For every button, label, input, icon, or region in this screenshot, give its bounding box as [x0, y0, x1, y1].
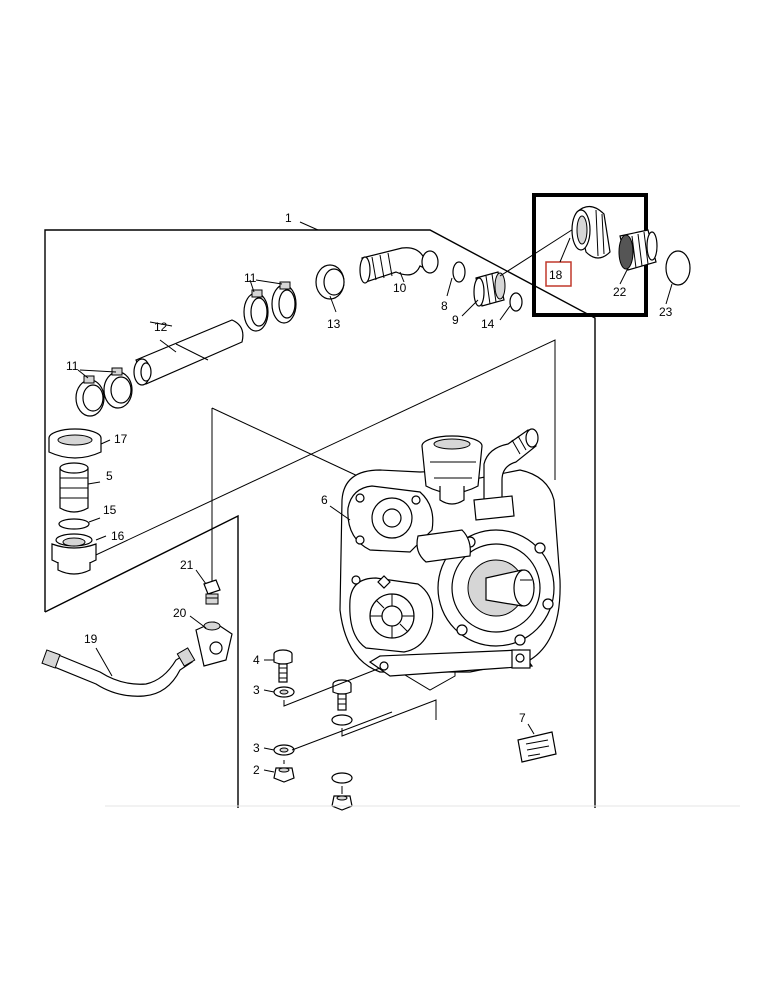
washer-center	[331, 714, 353, 726]
callout-12: 12	[154, 320, 168, 334]
washer-3a	[263, 686, 295, 698]
callout-4: 4	[253, 653, 260, 667]
coupling-nut-18	[559, 205, 611, 263]
washer-3b	[263, 744, 295, 756]
assembly-frame	[44, 221, 596, 808]
callout-14: 14	[481, 317, 495, 331]
callout-11a: 11	[244, 271, 257, 285]
pump-body-6	[329, 428, 561, 677]
callout-11b: 11	[66, 359, 79, 373]
callout-10: 10	[393, 281, 407, 295]
decal-7	[517, 723, 557, 763]
callout-3a: 3	[253, 683, 260, 697]
callout-20: 20	[173, 606, 187, 620]
hose-clamps-lower-11	[75, 367, 133, 417]
callout-15: 15	[103, 503, 117, 517]
callout-22: 22	[613, 285, 627, 299]
o-ring-8	[452, 261, 466, 283]
callout-21: 21	[180, 558, 194, 572]
callout-7: 7	[519, 711, 526, 725]
nut-2	[263, 767, 295, 783]
hose-19	[41, 647, 196, 697]
callout-1: 1	[285, 211, 292, 225]
callout-6: 6	[321, 493, 328, 507]
callout-2: 2	[253, 763, 260, 777]
hose-barb-5	[59, 462, 101, 513]
callout-16: 16	[111, 529, 125, 543]
hose-clamps-upper-11	[243, 279, 297, 332]
callout-9: 9	[452, 313, 459, 327]
callout-8: 8	[441, 299, 448, 313]
elbow-20	[189, 615, 233, 667]
gasket-23	[665, 250, 691, 286]
fitting-16	[51, 533, 107, 575]
elbow-fitting	[359, 247, 439, 284]
adapter-9	[461, 271, 506, 317]
callout-5: 5	[106, 469, 113, 483]
hose-12	[133, 319, 244, 386]
bolt-center	[332, 679, 352, 711]
callout-17: 17	[114, 432, 128, 446]
o-ring-15	[58, 518, 90, 530]
callout-23: 23	[659, 305, 673, 319]
callout-13: 13	[327, 317, 341, 331]
nut-center	[331, 795, 353, 811]
callout-labels: 1 2 3 3 4 5 6 7 8 9 10 11 11 12 13 14 15…	[66, 211, 673, 777]
o-ring-14	[509, 292, 523, 312]
bolt-4	[264, 649, 293, 683]
fitting-21	[195, 569, 221, 605]
hose-nut-13	[315, 264, 345, 313]
callout-18-box	[545, 261, 572, 287]
threaded-fitting-22	[618, 229, 658, 285]
nut-17	[48, 428, 111, 459]
callout-18: 18	[549, 268, 563, 282]
callout-3b: 3	[253, 741, 260, 755]
callout-19: 19	[84, 632, 98, 646]
